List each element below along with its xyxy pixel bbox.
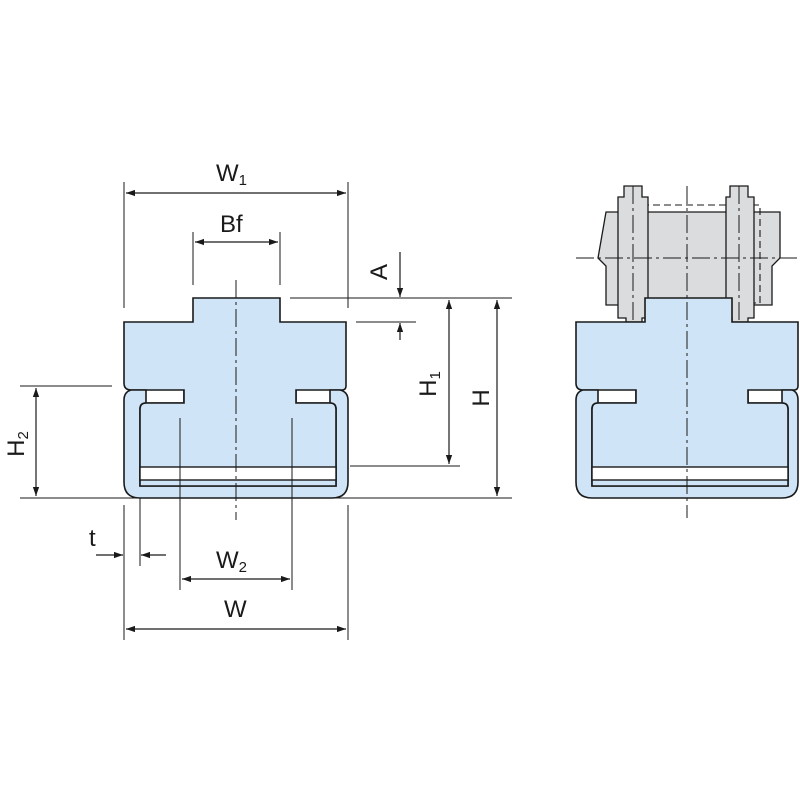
label-w: W [224, 596, 247, 623]
label-bf: Bf [220, 211, 243, 238]
side-wear-strip [591, 466, 789, 481]
label-t: t [89, 525, 96, 552]
label-h1: H1 [415, 371, 444, 397]
side-inner-cavity [591, 390, 789, 481]
label-h2: H2 [3, 431, 32, 457]
front-view: W1 Bf A H1 H H2 t W2 W [3, 160, 512, 640]
side-view-with-chain [575, 185, 800, 518]
label-a: A [366, 264, 393, 280]
label-w1: W1 [216, 160, 247, 189]
inner-cavity [139, 390, 337, 481]
label-h: H [468, 389, 495, 406]
label-w2: W2 [216, 547, 247, 576]
wear-strip [139, 466, 337, 481]
